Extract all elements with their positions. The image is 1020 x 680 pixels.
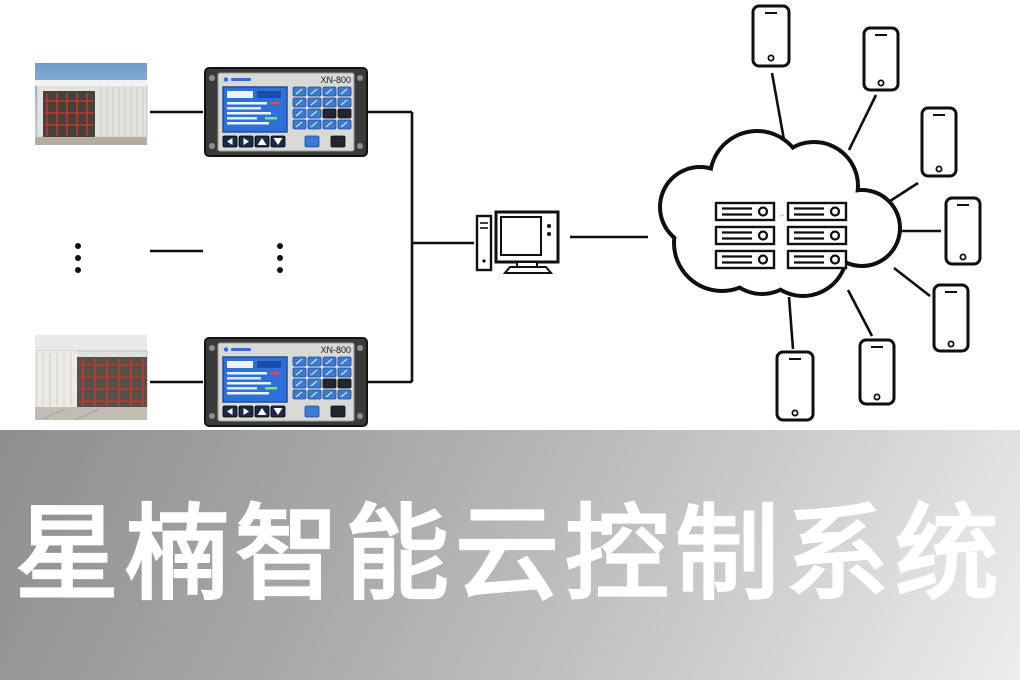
controller-xn800-1: XN-800 (204, 67, 368, 157)
controller-keypad (292, 356, 352, 400)
smartphone-icon-3 (920, 106, 958, 178)
smartphone-icon-4 (944, 196, 982, 266)
controller-model-label: XN-800 (320, 345, 351, 355)
brand-mark (223, 347, 251, 352)
scaffold-frame (79, 359, 146, 406)
smartphone-icon-2 (862, 26, 900, 92)
scaffold-frame (44, 93, 94, 136)
controller-nav-buttons (222, 135, 346, 148)
brand-mark (223, 77, 251, 82)
smartphone-icon-5 (932, 283, 970, 353)
system-diagram: XN-800 (35, 4, 982, 427)
controller-xn800-2: XN-800 (204, 337, 368, 427)
mounting-screw-icon (209, 75, 363, 149)
banner: 星楠智能云控制系统 (0, 430, 1020, 680)
desktop-computer-icon (475, 210, 560, 274)
cloud-servers-icon (658, 129, 902, 298)
controller-screen (222, 86, 288, 133)
smartphone-icon-1 (751, 4, 791, 68)
smartphone-icon-7 (775, 350, 815, 422)
site-photo-2 (35, 335, 148, 421)
controller-nav-buttons (222, 405, 346, 418)
connection-lines (150, 72, 941, 384)
controller-screen (222, 356, 288, 403)
site-photo-1 (35, 63, 148, 145)
mounting-screw-icon (209, 345, 363, 419)
banner-title: 星楠智能云控制系统 (14, 497, 1005, 613)
controller-model-label: XN-800 (320, 75, 351, 85)
server-rack-icon (714, 201, 848, 270)
smartphone-icon-6 (858, 338, 896, 406)
more-items-dots (75, 243, 283, 273)
controller-keypad (292, 86, 352, 130)
